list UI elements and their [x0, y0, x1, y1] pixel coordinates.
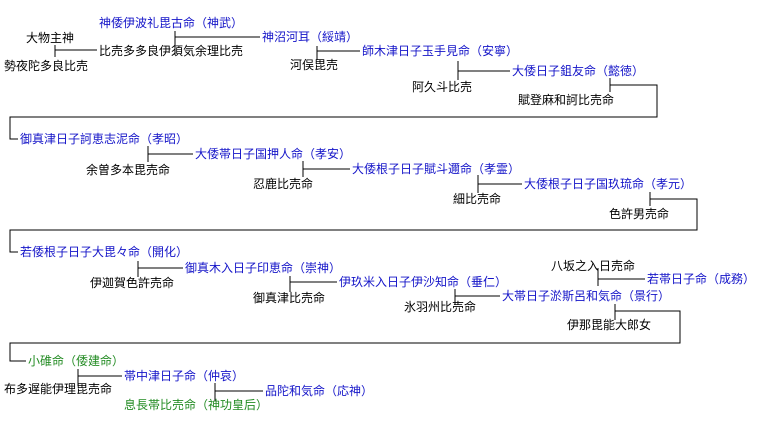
wrap-line	[9, 310, 681, 362]
emperor-kogen: 大倭根子日子国玖琉命（孝元）	[524, 177, 693, 191]
wrap-line	[9, 198, 698, 253]
emperor-koan: 大倭帯日子国押人命（孝安）	[195, 147, 352, 161]
person-omononushi: 大物主神	[26, 31, 75, 45]
emperor-suizei: 神沼河耳（綏靖）	[262, 30, 359, 44]
person-yamatotakeru: 小碓命（倭建命）	[28, 354, 125, 368]
emperor-korei: 大倭根子日子賦斗邇命（孝霊）	[352, 162, 521, 176]
wrap-line	[9, 84, 658, 140]
person-akuto: 阿久斗比売	[412, 80, 473, 94]
emperor-ojin: 品陀和気命（応神）	[265, 384, 374, 398]
person-kawamata: 河俣毘売	[290, 58, 339, 72]
person-futomawaka: 賦登麻和訶比売命	[518, 93, 615, 107]
person-futaji: 布多遅能伊理毘売命	[4, 382, 113, 396]
person-shikome: 色許男売命	[609, 207, 670, 221]
emperor-annei: 師木津日子玉手見命（安寧）	[362, 44, 519, 58]
person-inabi: 伊那毘能大郎女	[567, 318, 652, 332]
emperor-seimu: 若帯日子命（成務）	[647, 272, 756, 286]
person-kuwashi: 細比売命	[453, 192, 502, 206]
person-oshika: 忍鹿比売命	[253, 177, 314, 191]
emperor-keiko: 大帯日子淤斯呂和気命（景行）	[502, 289, 671, 303]
person-yosotaho: 余曽多本毘売命	[86, 163, 171, 177]
person-hibasu: 氷羽州比売命	[404, 300, 477, 314]
emperor-itoku: 大倭日子鉏友命（懿徳）	[512, 64, 645, 78]
person-seyadatara: 勢夜陀多良比売	[4, 59, 89, 73]
person-yasakano: 八坂之入日売命	[551, 259, 636, 273]
emperor-chuai: 帯中津日子命（仲哀）	[124, 369, 245, 383]
person-ikagashikome: 伊迦賀色許売命	[90, 276, 175, 290]
emperor-jimmu: 神倭伊波礼毘古命（神武）	[99, 16, 244, 30]
person-himetatara: 比売多多良伊須気余理比売	[99, 44, 244, 58]
emperor-sujin: 御真木入日子印恵命（崇神）	[185, 261, 342, 275]
emperor-kosho: 御真津日子訶恵志泥命（孝昭）	[20, 132, 189, 146]
emperor-kaika: 若倭根子日子大毘々命（開化）	[20, 245, 189, 259]
person-jingu: 息長帯比売命（神功皇后）	[124, 398, 269, 412]
person-mimatsu: 御真津比売命	[253, 291, 326, 305]
emperor-suinin: 伊玖米入日子伊沙知命（垂仁）	[339, 275, 508, 289]
